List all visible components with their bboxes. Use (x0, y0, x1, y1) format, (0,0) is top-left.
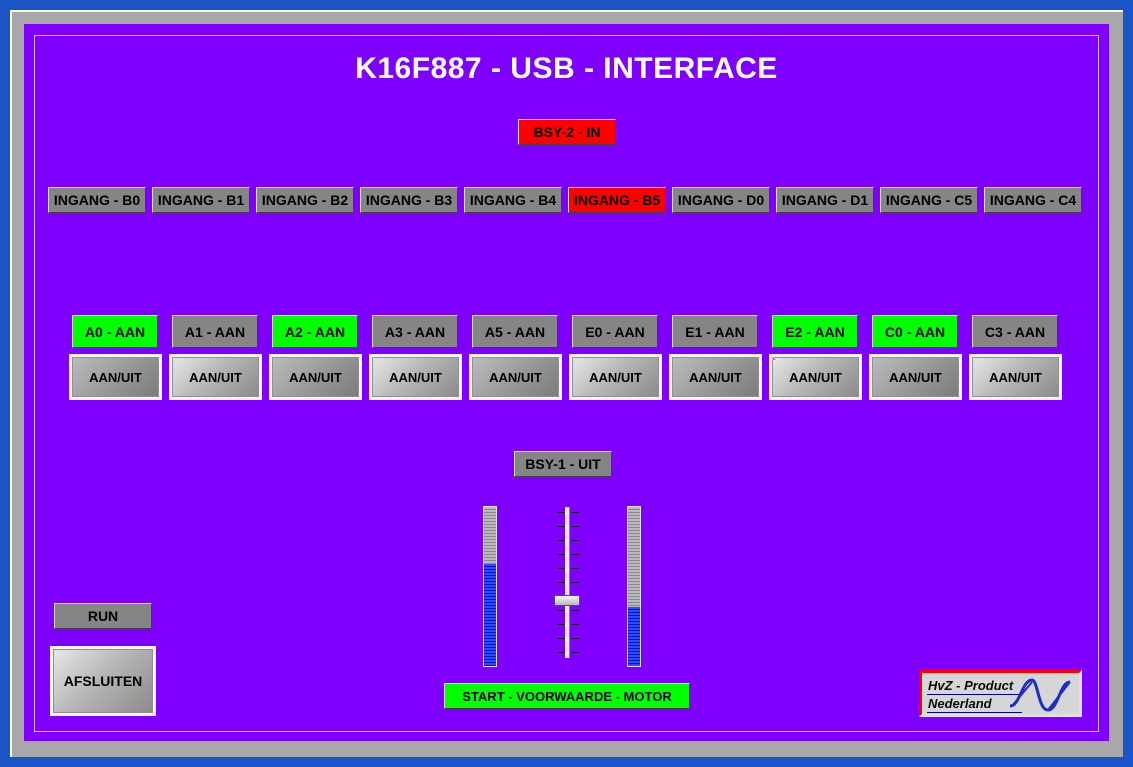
slider-tick (571, 582, 579, 583)
output-indicator-e0: E0 - AAN (572, 315, 658, 348)
input-indicator-d1: INGANG - D1 (776, 187, 874, 213)
slider-tick (557, 568, 565, 569)
output-indicator-a2: A2 - AAN (272, 315, 358, 348)
output-indicator-a5: A5 - AAN (472, 315, 558, 348)
toggle-button-c0[interactable]: AAN/UIT (869, 354, 962, 400)
slider-tick (571, 526, 579, 527)
bsy1-indicator: BSY-1 - UIT (514, 451, 612, 477)
left-level-fill (484, 564, 496, 666)
slider-tick (571, 638, 579, 639)
logo-line1: HvZ - Product (928, 678, 1014, 693)
output-indicator-c0: C0 - AAN (872, 315, 958, 348)
slider-tick (557, 624, 565, 625)
toggle-button-e0[interactable]: AAN/UIT (569, 354, 662, 400)
right-level-bar (627, 506, 641, 667)
logo-rule-bottom (927, 712, 1022, 713)
input-indicator-b5: INGANG - B5 (568, 187, 666, 213)
toggle-button-c3[interactable]: AAN/UIT (969, 354, 1062, 400)
toggle-button-a5[interactable]: AAN/UIT (469, 354, 562, 400)
panel-border (34, 35, 1099, 732)
output-indicator-e1: E1 - AAN (672, 315, 758, 348)
motor-slider-track[interactable] (565, 507, 570, 658)
output-indicator-a1: A1 - AAN (172, 315, 258, 348)
slider-tick (571, 624, 579, 625)
toggle-button-a2[interactable]: AAN/UIT (269, 354, 362, 400)
output-indicator-a0: A0 - AAN (72, 315, 158, 348)
slider-tick (557, 512, 565, 513)
toggle-button-e2[interactable]: AAN/UIT (769, 354, 862, 400)
output-indicator-e2: E2 - AAN (772, 315, 858, 348)
slider-tick (557, 526, 565, 527)
toggle-button-a3[interactable]: AAN/UIT (369, 354, 462, 400)
slider-tick (571, 568, 579, 569)
slider-tick (557, 638, 565, 639)
input-indicator-c5: INGANG - C5 (880, 187, 978, 213)
input-indicator-b0: INGANG - B0 (48, 187, 146, 213)
sine-wave-icon (1009, 678, 1071, 712)
slider-tick (557, 540, 565, 541)
start-motor-indicator: START - VOORWAARDE - MOTOR (444, 683, 690, 709)
run-indicator: RUN (54, 603, 152, 629)
logo-line2: Nederland (928, 696, 992, 711)
input-indicator-b2: INGANG - B2 (256, 187, 354, 213)
input-indicator-b4: INGANG - B4 (464, 187, 562, 213)
slider-tick (571, 554, 579, 555)
slider-tick (557, 554, 565, 555)
afsluiten-button[interactable]: AFSLUITEN (50, 646, 156, 716)
page-title: K16F887 - USB - INTERFACE (355, 52, 778, 85)
slider-tick (571, 610, 579, 611)
slider-tick (571, 540, 579, 541)
bsy2-indicator: BSY-2 - IN (518, 119, 616, 145)
pointer-icon (769, 354, 778, 364)
left-level-bar (483, 506, 497, 667)
input-indicator-b1: INGANG - B1 (152, 187, 250, 213)
logo-rule-top (927, 694, 1022, 695)
slider-tick (557, 652, 565, 653)
right-level-fill (628, 607, 640, 666)
slider-tick (557, 582, 565, 583)
toggle-button-a0[interactable]: AAN/UIT (69, 354, 162, 400)
output-indicator-c3: C3 - AAN (972, 315, 1058, 348)
toggle-button-a1[interactable]: AAN/UIT (169, 354, 262, 400)
toggle-button-e1[interactable]: AAN/UIT (669, 354, 762, 400)
slider-tick (571, 652, 579, 653)
output-indicator-a3: A3 - AAN (372, 315, 458, 348)
motor-slider-thumb[interactable] (554, 595, 580, 606)
slider-tick (571, 512, 579, 513)
slider-tick (557, 610, 565, 611)
input-indicator-b3: INGANG - B3 (360, 187, 458, 213)
input-indicator-d0: INGANG - D0 (672, 187, 770, 213)
hvz-logo: HvZ - Product Nederland (919, 670, 1082, 717)
input-indicator-c4: INGANG - C4 (984, 187, 1082, 213)
